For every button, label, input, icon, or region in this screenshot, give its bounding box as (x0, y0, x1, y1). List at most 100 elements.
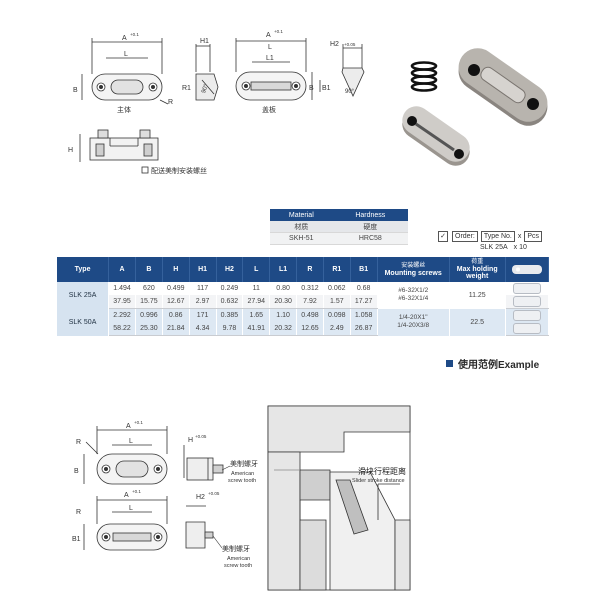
cell: 0.098 (323, 308, 351, 322)
american-screw-zh: 美制螺牙 (230, 459, 258, 468)
hardness-header: Hardness (332, 209, 408, 221)
hardness-value: HRC58 (332, 232, 408, 245)
slider-thumb-icon (512, 310, 541, 321)
spring-photo (410, 61, 438, 92)
cell: 17.27 (350, 295, 378, 309)
cell: 2.97 (189, 295, 217, 309)
cell: 0.062 (323, 282, 351, 295)
ex-dim-a-tol-2: +0.1 (132, 489, 141, 494)
cell: 26.87 (350, 322, 378, 336)
example-title: 使用范例Example (446, 356, 539, 371)
col-h1: H1 (189, 257, 217, 282)
col-b1: B1 (350, 257, 378, 282)
american-screw-en-1b: American (227, 556, 250, 562)
cell: 0.249 (216, 282, 244, 295)
ex-dim-h2: H2 (196, 494, 205, 501)
cover-plate-drawing (235, 38, 321, 101)
stroke-label-zh: 滑块行程距离 (358, 466, 406, 476)
screw-cell: #6-32X1/2 #6-32X1/4 (377, 282, 450, 309)
thumb-cell (505, 295, 550, 309)
material-table: Material Hardness 材质 硬度 SKH-51 HRC58 (270, 209, 408, 245)
dim-a-label-2: A (266, 32, 271, 39)
col-l1: L1 (269, 257, 298, 282)
bottom-drawings: A +0.1 L R B H +0.05 美制螺牙 American screw… (72, 405, 411, 591)
cell: 0.498 (296, 308, 324, 322)
ex-dim-r-2: R (76, 509, 81, 516)
cell: 9.78 (216, 322, 244, 336)
table-row: 37.95 15.75 12.67 2.97 0.632 27.94 20.30… (57, 295, 550, 309)
dim-h2-tol: +0.05 (344, 42, 356, 47)
dim-a-tol-2: +0.1 (274, 29, 283, 34)
material-header-zh: 材质 (270, 221, 333, 233)
h2-side-drawing (341, 44, 365, 97)
american-screw-en-2b: screw tooth (224, 563, 252, 569)
american-screw-en-1: American (231, 471, 254, 477)
col-type: Type (57, 257, 110, 282)
ex-dim-a: A (126, 423, 131, 430)
material-header: Material (270, 209, 333, 221)
cell: 0.996 (135, 308, 163, 322)
thumb-cell (505, 322, 550, 336)
american-screw-en-2: screw tooth (228, 478, 256, 484)
example-body-side (183, 445, 224, 481)
top-drawings: A +0.1 L B R 主体 H1 R1 90° A +0.1 L L1 B … (68, 29, 548, 175)
cover-plate-label: 盖板 (262, 105, 276, 114)
order-example: ✓ Order: Type No. x Pcs SLK 25A x 10 (438, 231, 550, 253)
example-body-plan (83, 426, 168, 485)
order-example-qty: x 10 (513, 244, 527, 251)
table-row: SLK 50A 2.292 0.996 0.86 171 0.385 1.65 … (57, 308, 550, 336)
assembly-section-drawing (267, 405, 411, 591)
order-times: x (517, 233, 522, 240)
cell: 20.32 (269, 322, 298, 336)
dim-r1-label: R1 (182, 85, 191, 92)
dim-b1-label: B1 (322, 85, 331, 92)
cell: 1.57 (323, 295, 351, 309)
cell: 0.499 (162, 282, 190, 295)
cell: 27.94 (242, 295, 271, 309)
ex-dim-r: R (76, 439, 81, 446)
spec-table: Type A B H H1 H2 L L1 R R1 B1 安装螺丝 Mount… (57, 257, 550, 336)
cell: 37.95 (108, 295, 136, 309)
main-body-label: 主体 (117, 105, 131, 114)
dim-b-label-2: B (309, 85, 314, 92)
cell: 4.34 (189, 322, 217, 336)
cell: 58.22 (108, 322, 136, 336)
american-screw-zh-2: 美制螺牙 (222, 544, 250, 553)
h1-side-drawing (195, 44, 219, 101)
dim-h2-label: H2 (330, 41, 339, 48)
slider-body-photo (458, 48, 548, 126)
col-screws: 安装螺丝 Mounting screws (377, 257, 450, 282)
col-l: L (242, 257, 271, 282)
dim-l1-label: L1 (266, 55, 274, 62)
col-b: B (135, 257, 163, 282)
cell: 0.68 (350, 282, 378, 295)
table-row: 58.22 25.30 21.84 4.34 9.78 41.91 20.32 … (57, 322, 550, 336)
type-cell: SLK 25A (57, 282, 110, 309)
cell: 20.30 (269, 295, 298, 309)
col-a: A (108, 257, 136, 282)
slider-thumb-icon (512, 296, 541, 307)
cell: 0.632 (216, 295, 244, 309)
ex-dim-b1: B1 (72, 536, 81, 543)
example-title-text: 使用范例Example (458, 360, 540, 371)
cell: 117 (189, 282, 217, 295)
screws-header-zh: 安装螺丝 (401, 262, 426, 269)
cell: 2.49 (323, 322, 351, 336)
cell: 171 (189, 308, 217, 322)
cell: 25.30 (135, 322, 163, 336)
ex-dim-l-2: L (129, 505, 133, 512)
cell: 12.65 (296, 322, 324, 336)
weight-header-zh: 荷重 (471, 259, 484, 265)
ex-dim-a-2: A (124, 492, 129, 499)
main-body-drawing (81, 38, 169, 105)
order-checkbox-icon: ✓ (438, 231, 448, 242)
screw-line: 1/4-20X3/8 (397, 322, 430, 329)
col-h2: H2 (216, 257, 244, 282)
angle-label: 90° (201, 83, 210, 94)
screw-note-checkbox (141, 166, 149, 174)
cell: 0.312 (296, 282, 324, 295)
cell: 15.75 (135, 295, 163, 309)
weight-cell: 22.5 (449, 308, 506, 336)
ex-dim-h: H (188, 437, 193, 444)
cover-plate-photo (402, 106, 470, 166)
